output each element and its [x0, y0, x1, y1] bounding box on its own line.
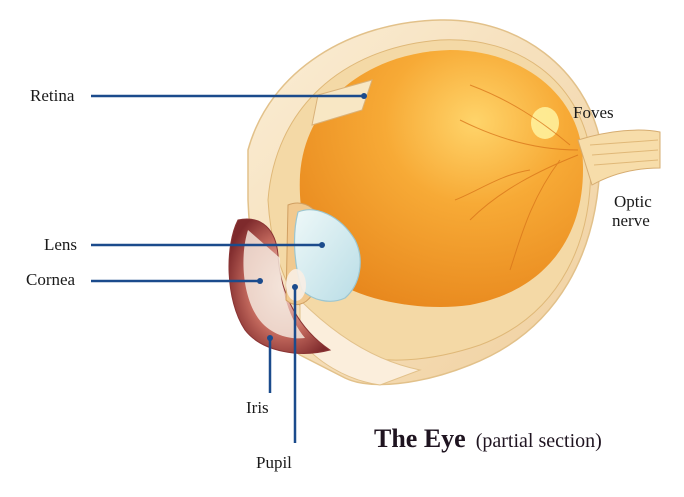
retina-flap [311, 79, 373, 126]
dot-retina [361, 93, 367, 99]
vitreous-body [299, 50, 584, 307]
label-pupil: Pupil [256, 453, 292, 472]
title-main: The Eye [374, 424, 466, 453]
lens-shape [293, 209, 361, 302]
label-cornea: Cornea [26, 270, 76, 289]
cornea-clear [243, 230, 305, 339]
label-foves: Foves [573, 103, 614, 122]
optic-nerve-fibers [589, 139, 659, 166]
label-optic: Optic [614, 192, 652, 211]
diagram-title: The Eye (partial section) [374, 424, 602, 454]
leader-lines [91, 94, 362, 443]
lower-shell [299, 298, 422, 386]
dot-lens [319, 242, 325, 248]
dot-pupil [292, 284, 298, 290]
dot-cornea [257, 278, 263, 284]
fovea-spot [531, 107, 559, 139]
title-subtitle: (partial section) [475, 430, 602, 452]
label-retina: Retina [30, 86, 75, 105]
optic-nerve-shape [577, 129, 661, 186]
leader-dots [257, 93, 367, 341]
label-iris: Iris [246, 398, 269, 417]
label-lens: Lens [44, 235, 78, 254]
retinal-vessels [454, 84, 579, 271]
dot-iris [267, 335, 273, 341]
label-nerve: nerve [612, 211, 650, 230]
